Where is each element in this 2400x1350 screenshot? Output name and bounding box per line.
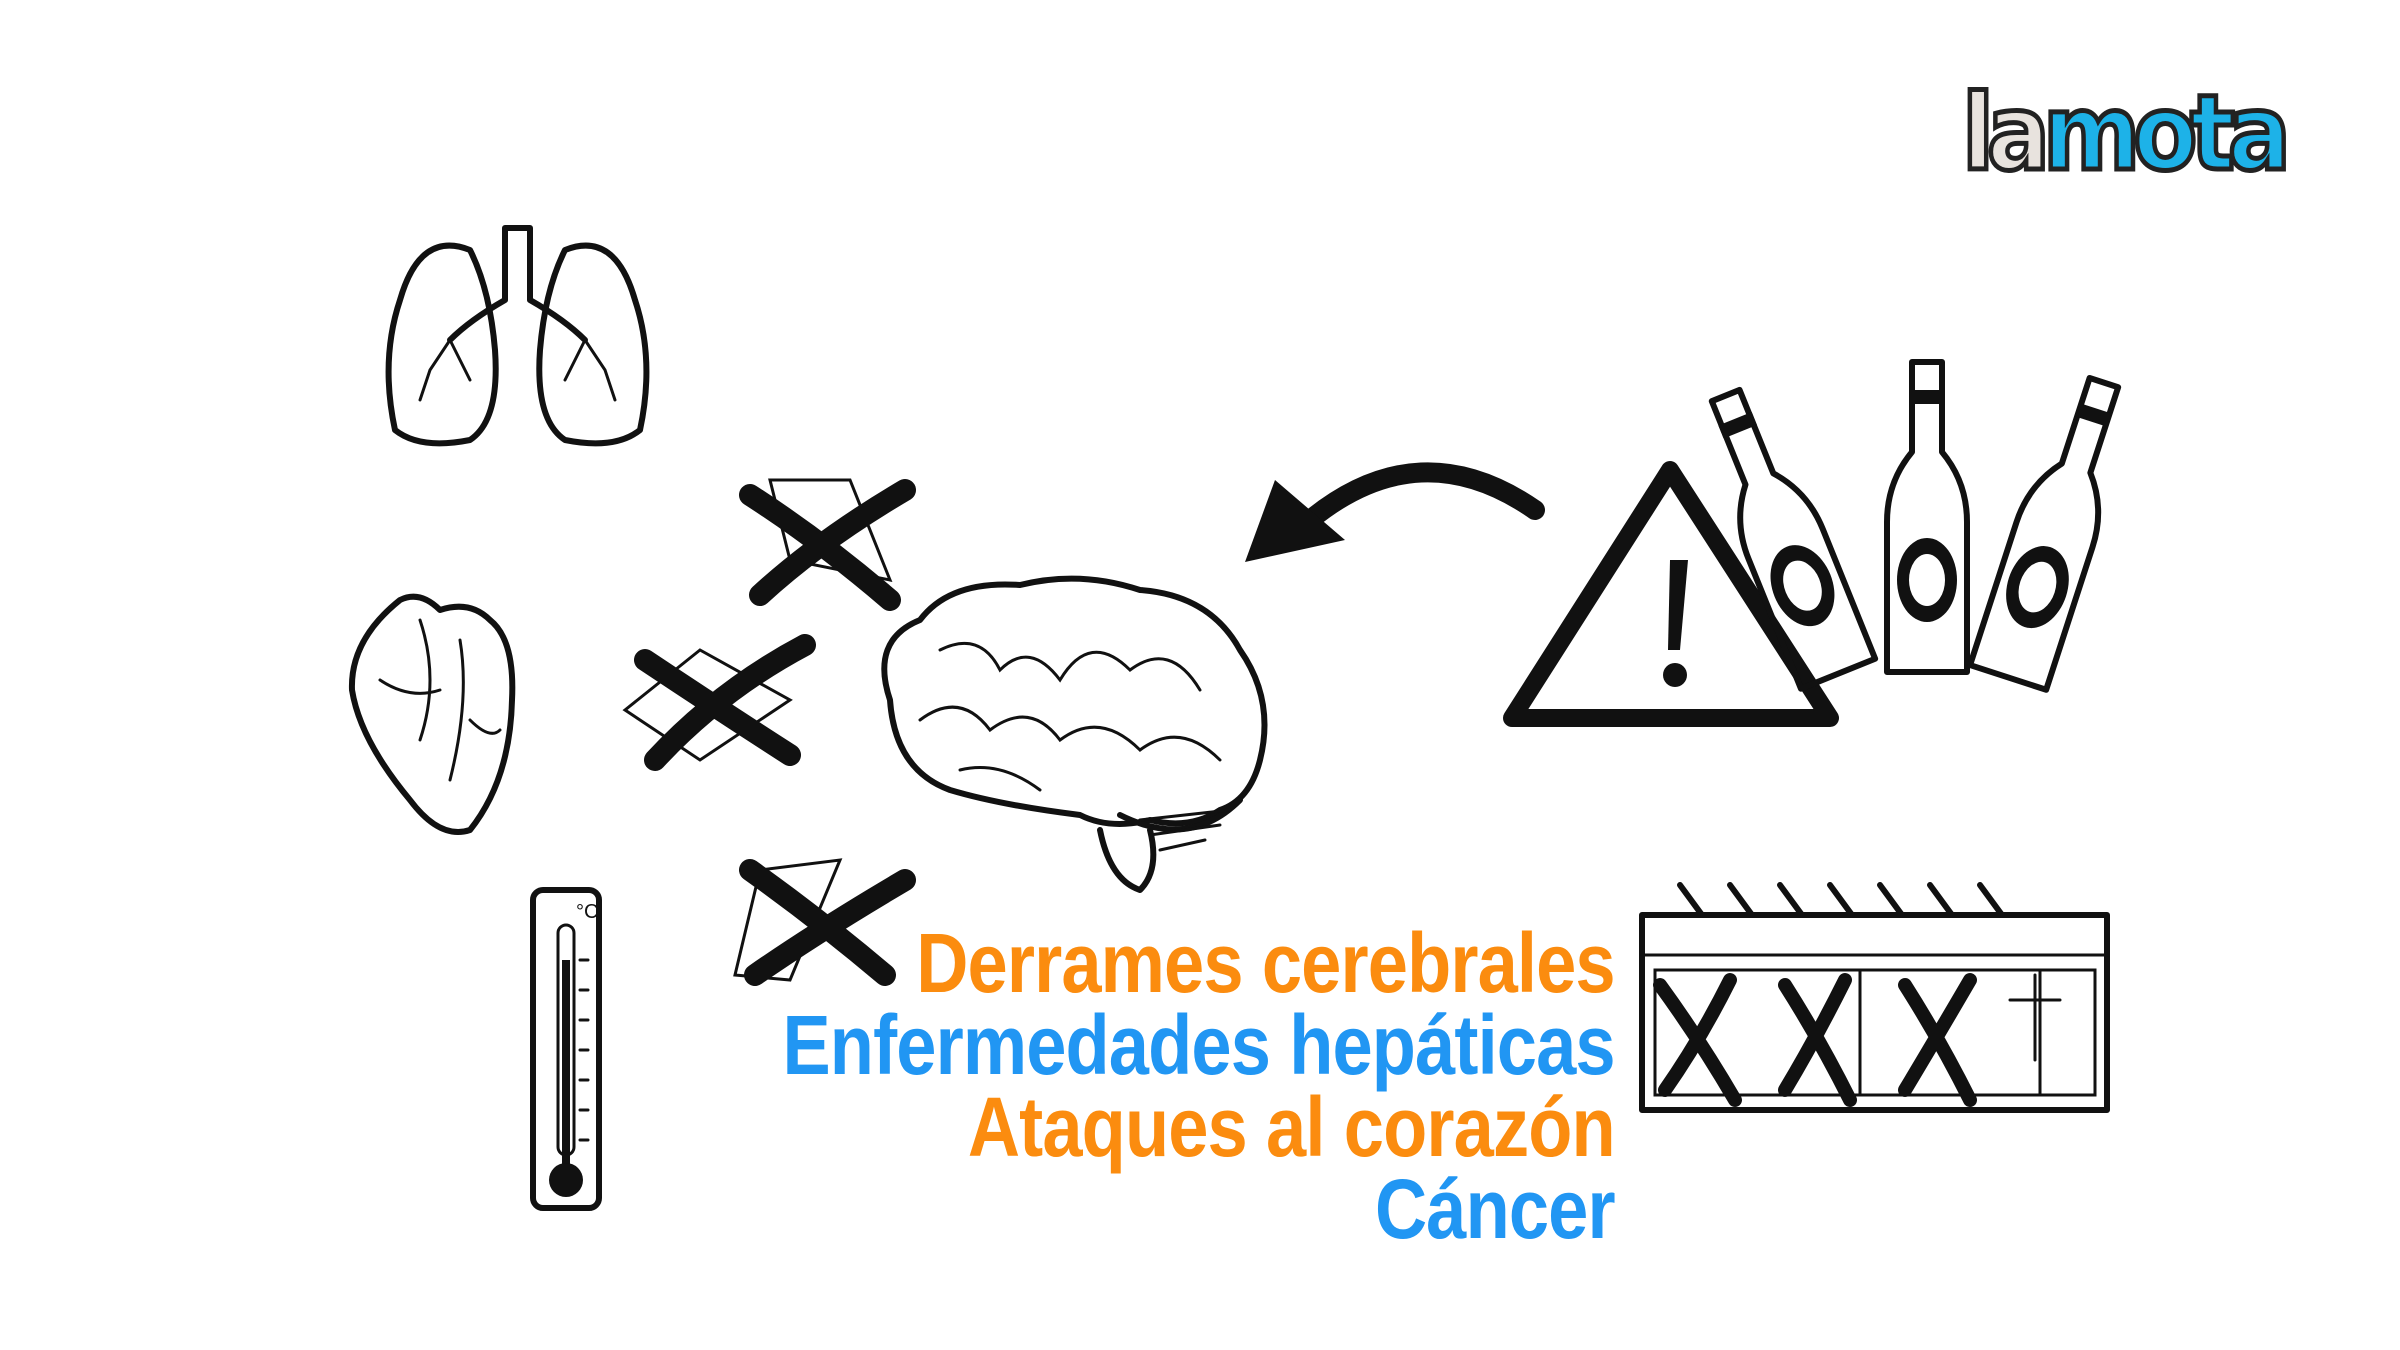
brain-icon — [881, 575, 1268, 893]
consequence-liver-disease: Enfermedades hepáticas — [782, 998, 1616, 1092]
lamota-logo: lamota — [1960, 70, 2294, 197]
logo-la: la — [1960, 70, 2053, 197]
thermometer-icon: °C — [530, 887, 602, 1211]
consequence-cancer: Cáncer — [1375, 1162, 1616, 1256]
consequences-list: Derrames cerebrales Enfermedades hepátic… — [647, 916, 1616, 1256]
cross-mark-icon — [622, 634, 816, 771]
cross-mark-icon — [739, 478, 916, 611]
cross-mark-icon — [733, 858, 916, 986]
calendar-icon — [1639, 882, 2110, 1113]
curved-arrow-icon — [1245, 462, 1545, 562]
consequence-stroke: Derrames cerebrales — [916, 916, 1615, 1010]
logo-mota: mota — [2041, 70, 2294, 197]
thermometer-unit: °C — [576, 901, 598, 923]
heart-icon — [348, 593, 516, 835]
lungs-icon — [385, 225, 650, 447]
beer-bottle-icon — [1967, 374, 2122, 693]
warning-triangle-icon — [1503, 461, 1839, 727]
beer-bottle-icon — [1708, 386, 1879, 692]
consequence-heart-attack: Ataques al corazón — [968, 1080, 1616, 1174]
beer-bottle-icon — [1884, 359, 1970, 675]
